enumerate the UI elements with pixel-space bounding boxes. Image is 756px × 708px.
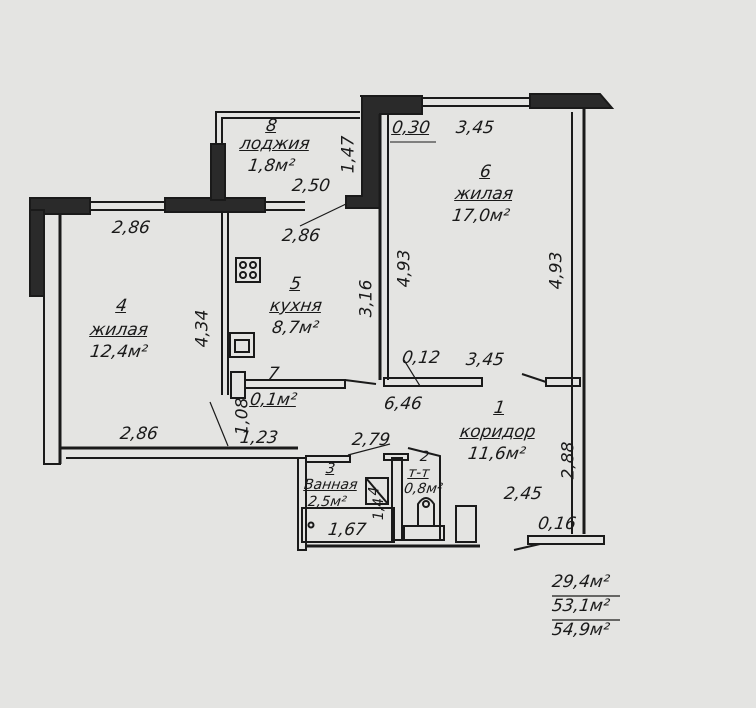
room-8-name: лоджия — [238, 134, 312, 154]
total-area: 53,1м² — [550, 596, 611, 616]
dim-2-88: 2,88 — [558, 441, 579, 480]
dim-4-93-left: 4,93 — [394, 249, 415, 288]
dim-3-45-bottom: 3,45 — [464, 350, 506, 370]
room-4-name: жилая — [88, 320, 150, 340]
room-5-name: кухня — [268, 296, 324, 316]
dim-2-79: 2,79 — [350, 430, 392, 450]
room-8-number: 8 — [264, 116, 279, 136]
room-7-number: 7 — [266, 364, 281, 384]
dim-2-86-bottom: 2,86 — [118, 424, 160, 444]
room-6-area: 17,0м² — [450, 206, 511, 226]
dim-0-12: 0,12 — [400, 348, 442, 368]
room-7-area: 0,1м² — [248, 390, 299, 410]
room-2-area: 0,8м² — [402, 481, 444, 497]
total-area-with-loggia: 54,9м² — [550, 620, 611, 640]
dim-6-46: 6,46 — [382, 394, 424, 414]
room-1-name: коридор — [458, 422, 537, 442]
dim-1-47: 1,47 — [338, 135, 359, 174]
dim-4-93-right: 4,93 — [546, 251, 567, 290]
room-8-area: 1,8м² — [246, 156, 297, 176]
room-1-area: 11,6м² — [466, 444, 527, 464]
room-3-name: Ванная — [302, 477, 359, 493]
dim-2-50: 2,50 — [290, 176, 332, 196]
room-3-area: 2,5м² — [306, 494, 348, 510]
total-living-area: 29,4м² — [550, 572, 611, 592]
dim-2-86-left: 2,86 — [110, 218, 152, 238]
dim-2-45: 2,45 — [502, 484, 544, 504]
room-2-number: 2 — [418, 449, 431, 465]
shaft-number: 4 — [366, 486, 383, 496]
dim-3-45-top: 3,45 — [454, 118, 496, 138]
room-5-area: 8,7м² — [270, 318, 321, 338]
dim-1-67: 1,67 — [326, 520, 368, 540]
dim-3-16: 3,16 — [356, 279, 377, 318]
dim-0-30: 0,30 — [390, 118, 432, 138]
dim-0-16: 0,16 — [536, 514, 578, 534]
dim-1-23: 1,23 — [238, 428, 280, 448]
dim-1-4: 1,4 — [371, 497, 388, 521]
room-2-name: т-т — [406, 465, 431, 481]
room-4-area: 12,4м² — [88, 342, 149, 362]
room-6-name: жилая — [453, 184, 515, 204]
room-6-number: 6 — [478, 162, 493, 182]
dim-2-86-kitchen: 2,86 — [280, 226, 322, 246]
dim-4-34: 4,34 — [192, 309, 213, 348]
